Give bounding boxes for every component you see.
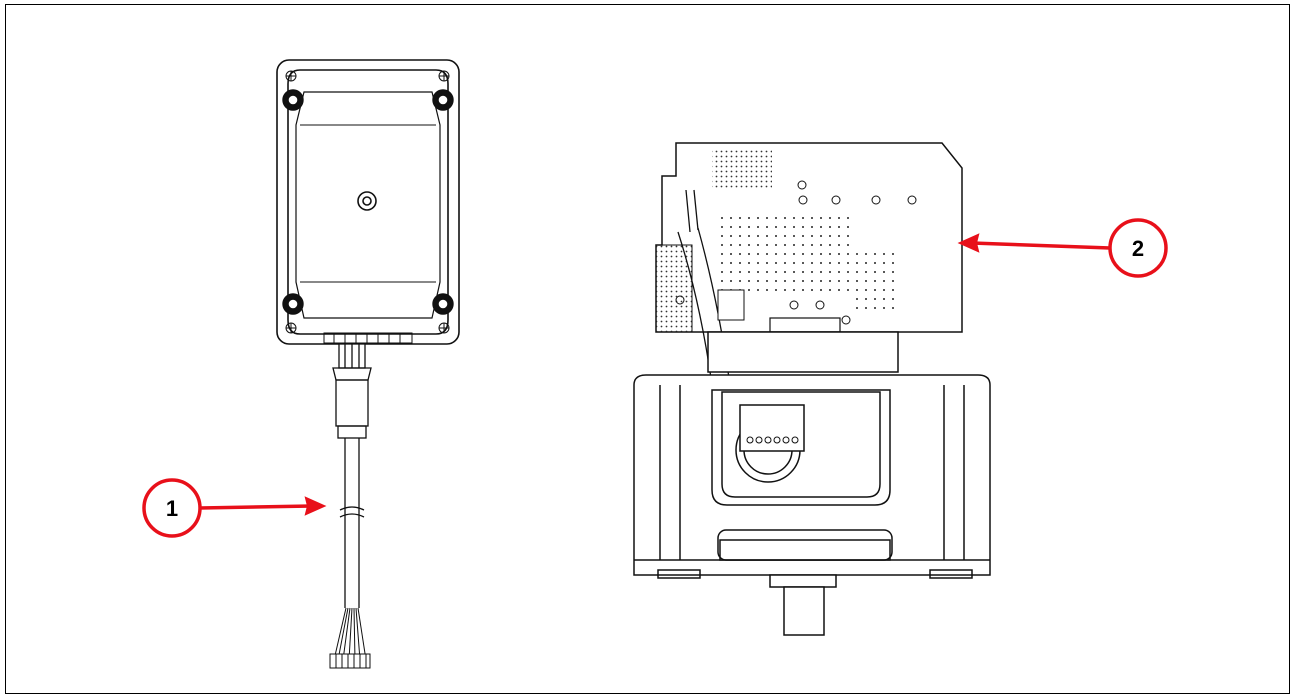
corner-bosses: [282, 89, 454, 315]
cable-assembly: [339, 438, 365, 608]
motor-assembly: [633, 142, 991, 636]
wire-harness: [329, 607, 371, 669]
enclosure-body: [276, 59, 460, 345]
callout-1-arrow-line: [199, 504, 313, 510]
center-screw: [357, 191, 377, 211]
connector-strip: [323, 332, 413, 344]
enclosure-assembly: [276, 59, 460, 669]
terminal-block: [739, 404, 805, 452]
callout-2: 2: [957, 218, 1168, 278]
callout-2-label: 2: [1132, 236, 1144, 261]
output-shaft: [783, 586, 825, 636]
figure-frame: [5, 4, 1290, 694]
mounting-holes: [285, 70, 450, 334]
callout-1-arrowhead: [304, 496, 327, 516]
callout-2-arrow-line: [971, 241, 1111, 250]
callout-1: 1: [142, 478, 327, 538]
board-connector-area: [655, 244, 693, 333]
callout-1-label: 1: [166, 496, 178, 521]
cable-gland: [332, 343, 372, 439]
callout-2-arrowhead: [957, 233, 980, 253]
motor-flange: [707, 331, 899, 373]
enclosure-lid: [287, 69, 449, 335]
